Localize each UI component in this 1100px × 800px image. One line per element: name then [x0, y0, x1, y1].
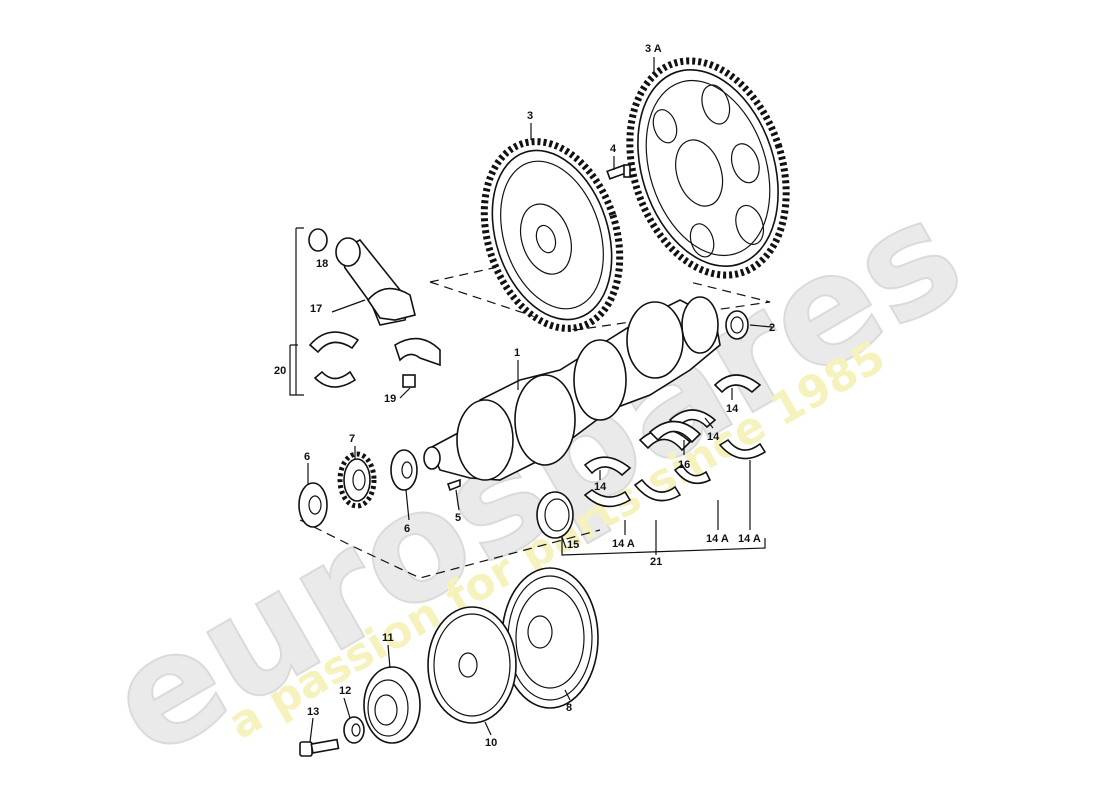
main-bearing-shells — [583, 374, 767, 508]
flywheel-3 — [480, 138, 624, 332]
woodruff-key-5 — [446, 478, 461, 492]
timing-gear-7 — [337, 451, 377, 509]
thrust-ring-15 — [536, 491, 574, 539]
washer-6b — [390, 449, 418, 491]
label-17: 17 — [310, 303, 322, 315]
label-14: 14 — [707, 431, 720, 443]
label-4: 4 — [610, 143, 617, 155]
rod-bearing-20-lower — [313, 370, 357, 388]
part-labels: 3 A 3 4 18 17 2 1 20 19 14 14 16 14 7 6 … — [274, 43, 775, 749]
label-12: 12 — [339, 685, 351, 697]
crankshaft-1 — [423, 296, 721, 481]
label-10: 10 — [485, 737, 497, 749]
label-20: 20 — [274, 365, 286, 377]
rod-bearing-20-upper — [308, 331, 360, 354]
pulley-8 — [501, 567, 599, 709]
label-14a: 14 A — [612, 538, 635, 550]
bolt-13 — [299, 738, 340, 757]
label-1: 1 — [514, 347, 520, 359]
label-14: 14 — [594, 481, 607, 493]
label-15: 15 — [567, 539, 579, 551]
label-14a: 14 A — [738, 533, 761, 545]
label-16: 16 — [678, 459, 690, 471]
label-14: 14 — [726, 403, 739, 415]
bearing-ring-2 — [725, 310, 749, 340]
label-21: 21 — [650, 556, 662, 568]
label-6: 6 — [404, 523, 410, 535]
washer-12 — [343, 716, 365, 744]
label-6: 6 — [304, 451, 310, 463]
label-8: 8 — [566, 702, 572, 714]
label-19: 19 — [384, 393, 396, 405]
flywheel-bolt-4 — [606, 164, 631, 180]
label-7: 7 — [349, 433, 355, 445]
assembly-boundary-lower — [299, 519, 601, 579]
flywheel-3a — [626, 57, 790, 279]
label-11: 11 — [382, 632, 394, 644]
label-18: 18 — [316, 258, 328, 270]
label-2: 2 — [769, 322, 775, 334]
label-13: 13 — [307, 706, 319, 718]
connecting-rod-17 — [308, 228, 441, 388]
label-14a: 14 A — [706, 533, 729, 545]
label-5: 5 — [455, 512, 461, 524]
leader-lines — [289, 57, 773, 743]
hub-11 — [363, 666, 421, 744]
label-3: 3 — [527, 110, 533, 122]
label-3a: 3 A — [645, 43, 662, 55]
thrust-washer-6a — [298, 482, 328, 528]
pulley-10 — [427, 606, 517, 724]
